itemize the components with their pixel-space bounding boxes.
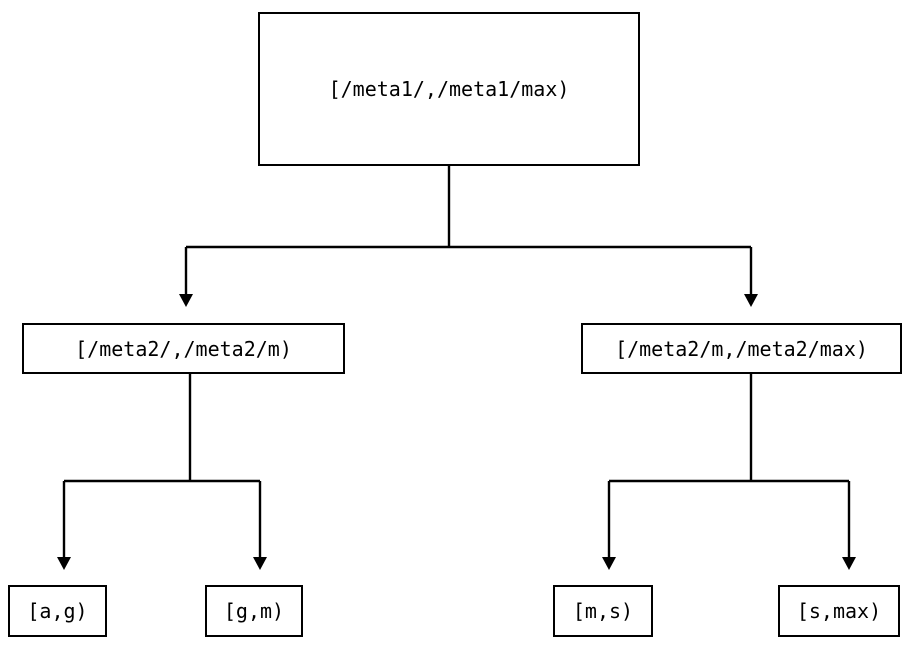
node-leaf-s-max-label: [s,max) [796, 599, 882, 623]
arrowhead-root-to-right-child [744, 294, 758, 307]
node-leaf-a-g[interactable]: [a,g) [8, 585, 107, 637]
node-leaf-s-max[interactable]: [s,max) [778, 585, 900, 637]
edge-right-level2-to-leaves-bus [607, 374, 851, 557]
node-leaf-a-g-label: [a,g) [27, 599, 88, 623]
node-root-meta1[interactable]: [/meta1/,/meta1/max) [258, 12, 640, 166]
node-leaf-g-m[interactable]: [g,m) [205, 585, 303, 637]
node-level2-right-label: [/meta2/m,/meta2/max) [615, 336, 868, 361]
arrowhead-to-leaf-s-max [842, 557, 856, 570]
edge-root-to-level2-bus [184, 166, 753, 294]
edge-left-level2-to-leaves-bus [62, 374, 262, 557]
arrowhead-root-to-left-child [179, 294, 193, 307]
node-level2-meta2-high[interactable]: [/meta2/m,/meta2/max) [581, 323, 902, 374]
node-root-label: [/meta1/,/meta1/max) [328, 77, 570, 101]
node-leaf-m-s-label: [m,s) [572, 599, 634, 623]
arrowhead-to-leaf-m-s [602, 557, 616, 570]
node-leaf-g-m-label: [g,m) [223, 599, 285, 623]
arrowhead-to-leaf-g-m [253, 557, 267, 570]
node-leaf-m-s[interactable]: [m,s) [553, 585, 653, 637]
node-level2-meta2-low[interactable]: [/meta2/,/meta2/m) [22, 323, 345, 374]
arrowhead-to-leaf-a-g [57, 557, 71, 570]
node-level2-left-label: [/meta2/,/meta2/m) [75, 336, 292, 361]
